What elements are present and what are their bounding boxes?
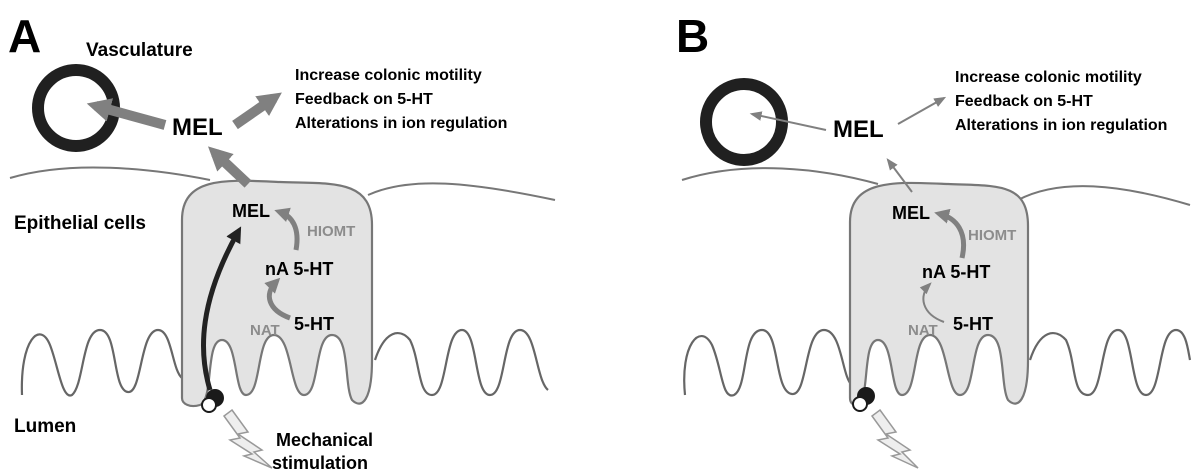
na-5ht-label: nA 5-HT [922,262,990,282]
effect-1: Increase colonic motility [295,67,482,84]
lumen-villi-left [684,330,852,396]
arrow-mel-to-effects [235,98,274,125]
5ht-label: 5-HT [953,314,993,334]
arrow-mel-to-effects [898,98,944,124]
mel-label-inner: MEL [232,201,270,221]
panel-a: A Vasculature MEL Increase colonic motil… [8,10,555,473]
hiomt-label: HIOMT [968,227,1016,244]
mel-label-inner: MEL [892,203,930,223]
lumen-label: Lumen [14,416,76,437]
panel-b: B MEL Increase colonic motility Feedback… [676,10,1190,468]
effect-3: Alterations in ion regulation [955,117,1167,134]
nat-label: NAT [250,322,280,339]
mel-label-outer: MEL [172,114,223,141]
panel-letter-b: B [676,10,709,62]
hiomt-label: HIOMT [307,223,355,240]
nat-label: NAT [908,322,938,339]
5ht-label: 5-HT [294,314,334,334]
epithelial-cell [850,183,1028,405]
mel-label-outer: MEL [833,116,884,143]
lumen-villi-right [375,330,548,395]
lightning-icon [872,410,918,468]
stimulation-label-line2: stimulation [272,453,368,473]
na-5ht-label: nA 5-HT [265,259,333,279]
vasculature-label: Vasculature [86,40,193,61]
lumen-villi-left [22,330,182,395]
lumen-villi-right [1030,330,1190,395]
epithelial-cells-label: Epithelial cells [14,213,146,234]
lightning-icon [224,410,272,468]
arrow-mel-to-vessel [752,114,826,130]
arrow-cell-to-mel [215,153,248,184]
effect-3: Alterations in ion regulation [295,115,507,132]
stimulation-label-line1: Mechanical [276,430,373,450]
vasculature-vessel [706,84,782,160]
effect-1: Increase colonic motility [955,69,1142,86]
effect-2: Feedback on 5-HT [955,93,1093,110]
effect-2: Feedback on 5-HT [295,91,433,108]
panel-letter-a: A [8,10,41,62]
